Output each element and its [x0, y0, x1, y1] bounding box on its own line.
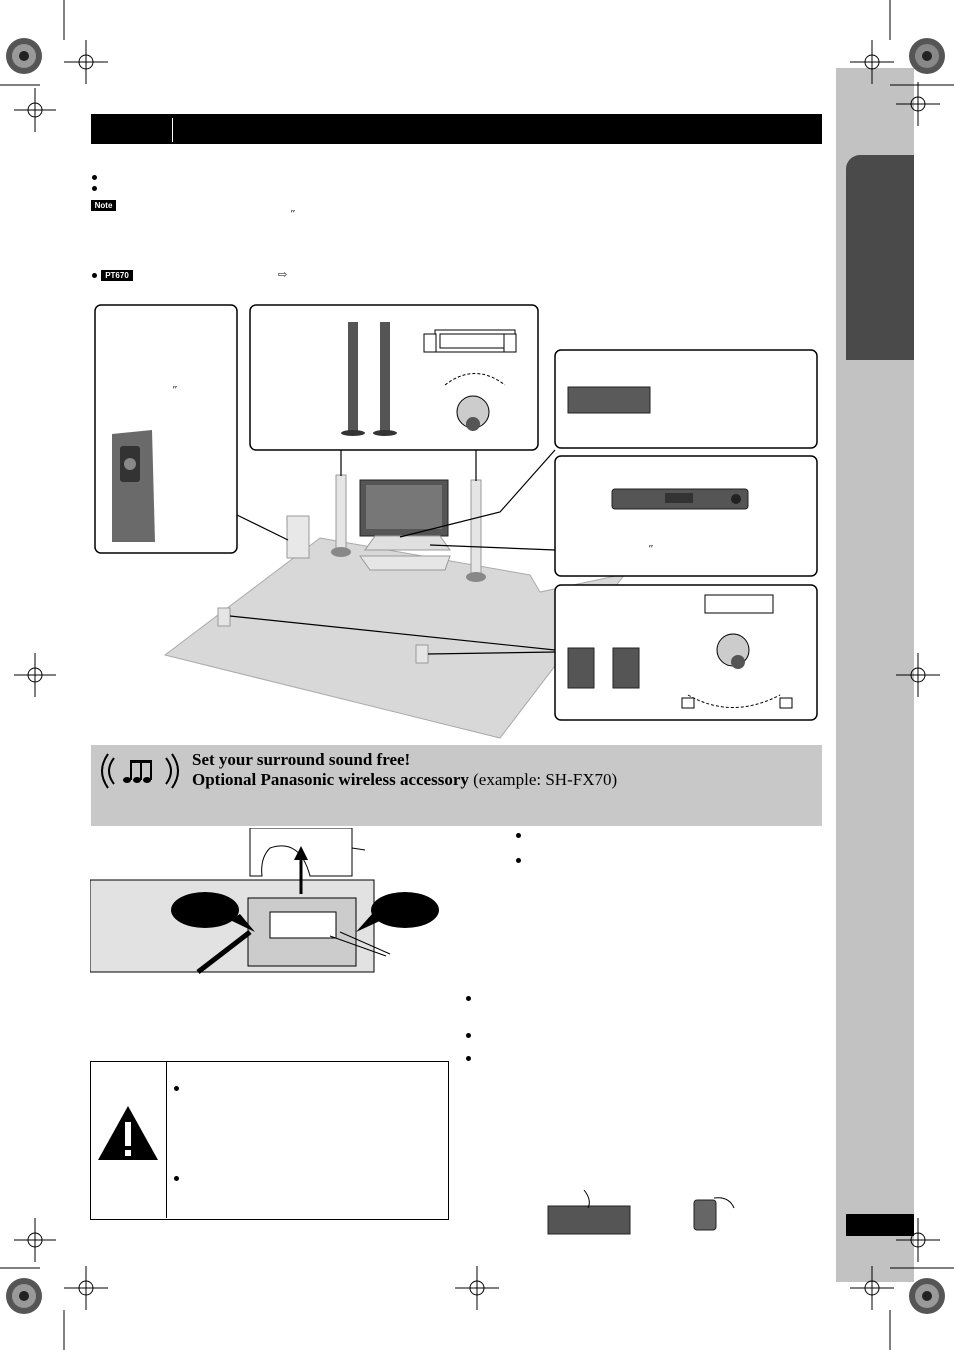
bullet	[174, 1086, 179, 1091]
warning-divider	[166, 1062, 167, 1218]
note-badge: Note	[91, 200, 116, 211]
header-divider	[172, 118, 173, 142]
speaker-placement-diagram	[94, 304, 818, 739]
wireless-heading-accessory: Optional Panasonic wireless accessory	[192, 770, 469, 789]
bullet	[516, 833, 521, 838]
wireless-accessory-band	[91, 745, 822, 826]
bullet	[466, 996, 471, 1001]
wireless-heading-example: (example: SH-FX70)	[473, 770, 618, 789]
quote-mark: ″	[648, 543, 653, 555]
bullet	[466, 1056, 471, 1061]
arrow-icon: ⇨	[278, 269, 288, 281]
wireless-heading-line2: Optional Panasonic wireless accessory (e…	[192, 770, 617, 790]
bullet	[174, 1176, 179, 1181]
rear-panel-illustration	[90, 828, 439, 974]
quote-mark: ″	[290, 208, 295, 220]
music-wave-icon	[101, 753, 179, 789]
bullet	[466, 1033, 471, 1038]
section-tab	[846, 155, 914, 360]
speaker-handling-illustration	[547, 1189, 735, 1235]
wireless-heading-line1: Set your surround sound free!	[192, 750, 411, 769]
bullet	[92, 175, 97, 180]
warning-box	[90, 1061, 449, 1220]
quote-mark: ″	[172, 384, 177, 396]
bullet	[516, 858, 521, 863]
warning-icon	[98, 1106, 158, 1160]
bullet	[92, 186, 97, 191]
section-header-bar	[91, 114, 822, 144]
page-number-tab	[846, 1214, 914, 1236]
model-badge: PT670	[101, 270, 133, 281]
bullet	[92, 273, 97, 278]
